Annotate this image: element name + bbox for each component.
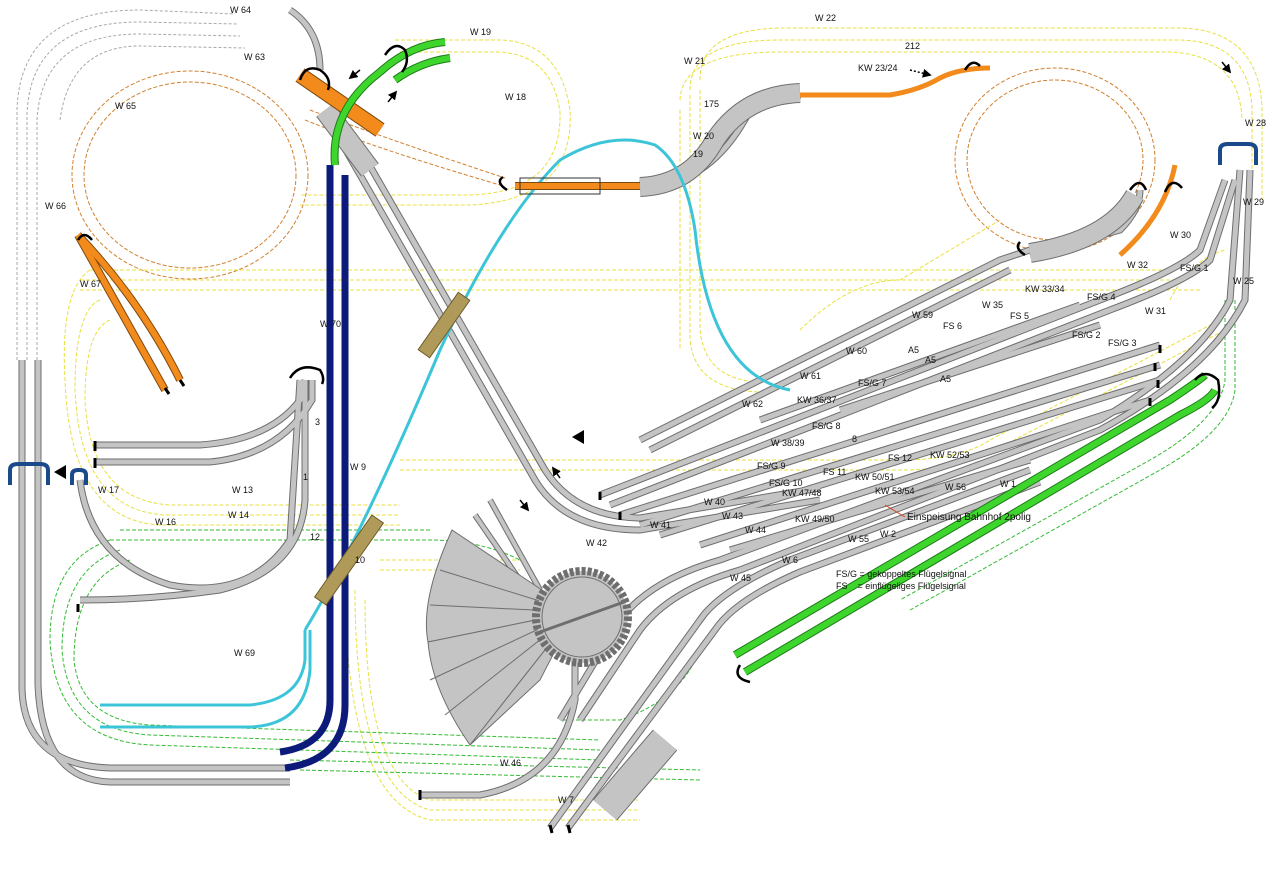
label-w66: W 66 <box>45 201 66 211</box>
label-w44: W 44 <box>745 525 766 535</box>
label-w40: W 40 <box>704 497 725 507</box>
label-w59: W 59 <box>912 310 933 320</box>
label-w17: W 17 <box>98 485 119 495</box>
label-w16: W 16 <box>155 517 176 527</box>
green-tracks <box>330 38 1219 676</box>
label-w42: W 42 <box>586 538 607 548</box>
label-fs6: FS 6 <box>943 321 962 331</box>
label-fsg2: FS/G 2 <box>1072 330 1101 340</box>
label-w2: W 2 <box>880 529 896 539</box>
label-fs11: FS 11 <box>823 467 846 477</box>
label-w21: W 21 <box>684 56 705 66</box>
label-fsg8: FS/G 8 <box>812 421 841 431</box>
label-fsg7: FS/G 7 <box>858 378 887 388</box>
label-fsg3: FS/G 3 <box>1108 338 1137 348</box>
label-fs5: FS 5 <box>1010 311 1029 321</box>
label-w13: W 13 <box>232 485 253 495</box>
label-w31: W 31 <box>1145 306 1166 316</box>
label-212: 212 <box>905 41 920 51</box>
label-fsg9: FS/G 9 <box>757 461 786 471</box>
label-w41: W 41 <box>650 520 671 530</box>
cyan-tracks <box>100 138 791 729</box>
label-3: 3 <box>315 417 320 427</box>
label-w63: W 63 <box>244 52 265 62</box>
feed-pointer <box>884 504 906 518</box>
orange-tracks <box>74 65 1178 392</box>
label-w30: W 30 <box>1170 230 1191 240</box>
label-175: 175 <box>704 99 719 109</box>
label-w60: W 60 <box>846 346 867 356</box>
legend-line-single: FS = einflügeliges Flügelsignal <box>836 581 966 591</box>
label-w32: W 32 <box>1127 260 1148 270</box>
label-w19: W 19 <box>470 27 491 37</box>
label-kw5253: KW 52/53 <box>930 450 970 460</box>
label-kw2324: KW 23/24 <box>858 63 898 73</box>
feed-annotation: Einspeisung Bahnhof 2polig <box>907 512 1031 523</box>
label-w62: W 62 <box>742 399 763 409</box>
bridge-icon <box>313 177 601 606</box>
label-kw4748: KW 47/48 <box>782 488 822 498</box>
label-w46: W 46 <box>500 758 521 768</box>
label-w29: W 29 <box>1243 197 1264 207</box>
visible-tracks <box>18 7 1254 831</box>
label-w22: W 22 <box>815 13 836 23</box>
label-kw5354: KW 53/54 <box>875 486 915 496</box>
label-w64: W 64 <box>230 5 251 15</box>
label-w55: W 55 <box>848 534 869 544</box>
label-fsg4: FS/G 4 <box>1087 292 1116 302</box>
hidden-tracks-orange <box>71 67 1156 280</box>
label-w43: W 43 <box>722 511 743 521</box>
label-a5b: A5 <box>925 355 936 365</box>
label-fsg10: FS/G 10 <box>769 478 803 488</box>
direction-arrow-icon <box>348 61 1232 512</box>
navy-tracks <box>279 165 349 772</box>
hidden-tracks-grey <box>16 9 246 360</box>
label-w6: W 6 <box>782 555 798 565</box>
labels: W 64 W 63 W 65 W 66 W 67 W 19 W 18 W 21 … <box>45 5 1266 805</box>
buffer-stop-icon <box>76 44 1221 684</box>
label-kw4950: KW 49/50 <box>795 514 835 524</box>
legend-line-coupled: FS/G = gekoppeltes Flügelsignal <box>836 569 967 579</box>
label-w56: W 56 <box>945 482 966 492</box>
label-w35: W 35 <box>982 300 1003 310</box>
label-12: 12 <box>310 532 320 542</box>
label-10: 10 <box>355 555 365 565</box>
label-8: 8 <box>852 434 857 444</box>
direction-arrow-icon <box>54 430 584 479</box>
label-w14: W 14 <box>228 510 249 520</box>
label-w1: W 1 <box>1000 479 1016 489</box>
label-a5c: A5 <box>940 374 951 384</box>
label-w61: W 61 <box>800 371 821 381</box>
label-w20: W 20 <box>693 131 714 141</box>
label-w45: W 45 <box>730 573 751 583</box>
label-fsg1: FS/G 1 <box>1180 263 1209 273</box>
label-kw5051: KW 50/51 <box>855 472 895 482</box>
label-fs12: FS 12 <box>888 453 912 463</box>
label-a5a: A5 <box>908 345 919 355</box>
label-w7: W 7 <box>558 795 574 805</box>
label-w9: W 9 <box>350 462 366 472</box>
track-end-marker-icon <box>76 345 1162 834</box>
turntable-icon <box>532 567 632 667</box>
label-w28: W 28 <box>1245 118 1266 128</box>
label-w69: W 69 <box>234 648 255 658</box>
label-1: 1 <box>303 472 308 482</box>
label-w18: W 18 <box>505 92 526 102</box>
label-w3839: W 38/39 <box>771 438 805 448</box>
hidden-tracks-green <box>49 300 1236 781</box>
signal-gantry-icon <box>8 142 1258 485</box>
label-kw3334: KW 33/34 <box>1025 284 1065 294</box>
label-w65: W 65 <box>115 101 136 111</box>
label-w70: W 70 <box>320 319 341 329</box>
label-w25: W 25 <box>1233 276 1254 286</box>
label-19: 19 <box>693 149 703 159</box>
label-w67: W 67 <box>80 279 101 289</box>
label-kw3637: KW 36/37 <box>797 395 837 405</box>
